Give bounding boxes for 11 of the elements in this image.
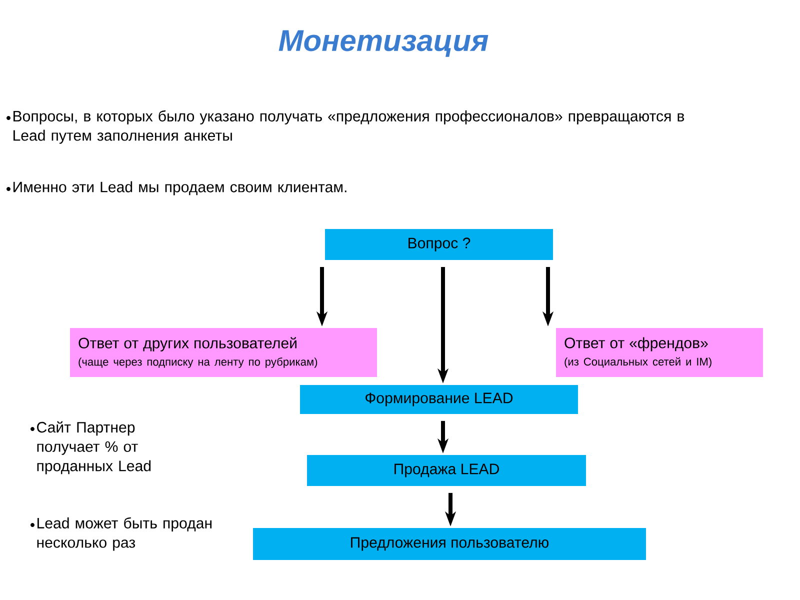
bullet-text: Именно эти Lead мы продаем своим клиентам. [14,181,346,196]
process-box: Предложения пользователю [253,528,646,560]
title: Монетизация [278,30,488,57]
bullet-text: Сайт Партнер получает % от проданных Lead [37,421,151,474]
process-box: Вопрос ? [325,229,553,260]
answer-box: Ответ от «френдов» (из Социальных сетей и IM) [556,328,763,377]
bullet-text: Вопросы, в которых было указано получать «предложения профессионалов» превращаются в Lead путем заполнения анкеты [14,110,684,144]
process-box: Продажа LEAD [307,455,586,486]
answer-box: Ответ от других пользователей (чаще через подписку на ленту по рубрикам) [70,328,377,377]
process-box: Формирование LEAD [300,385,578,414]
bullet-text: Lead может быть продан несколько раз [37,517,212,551]
